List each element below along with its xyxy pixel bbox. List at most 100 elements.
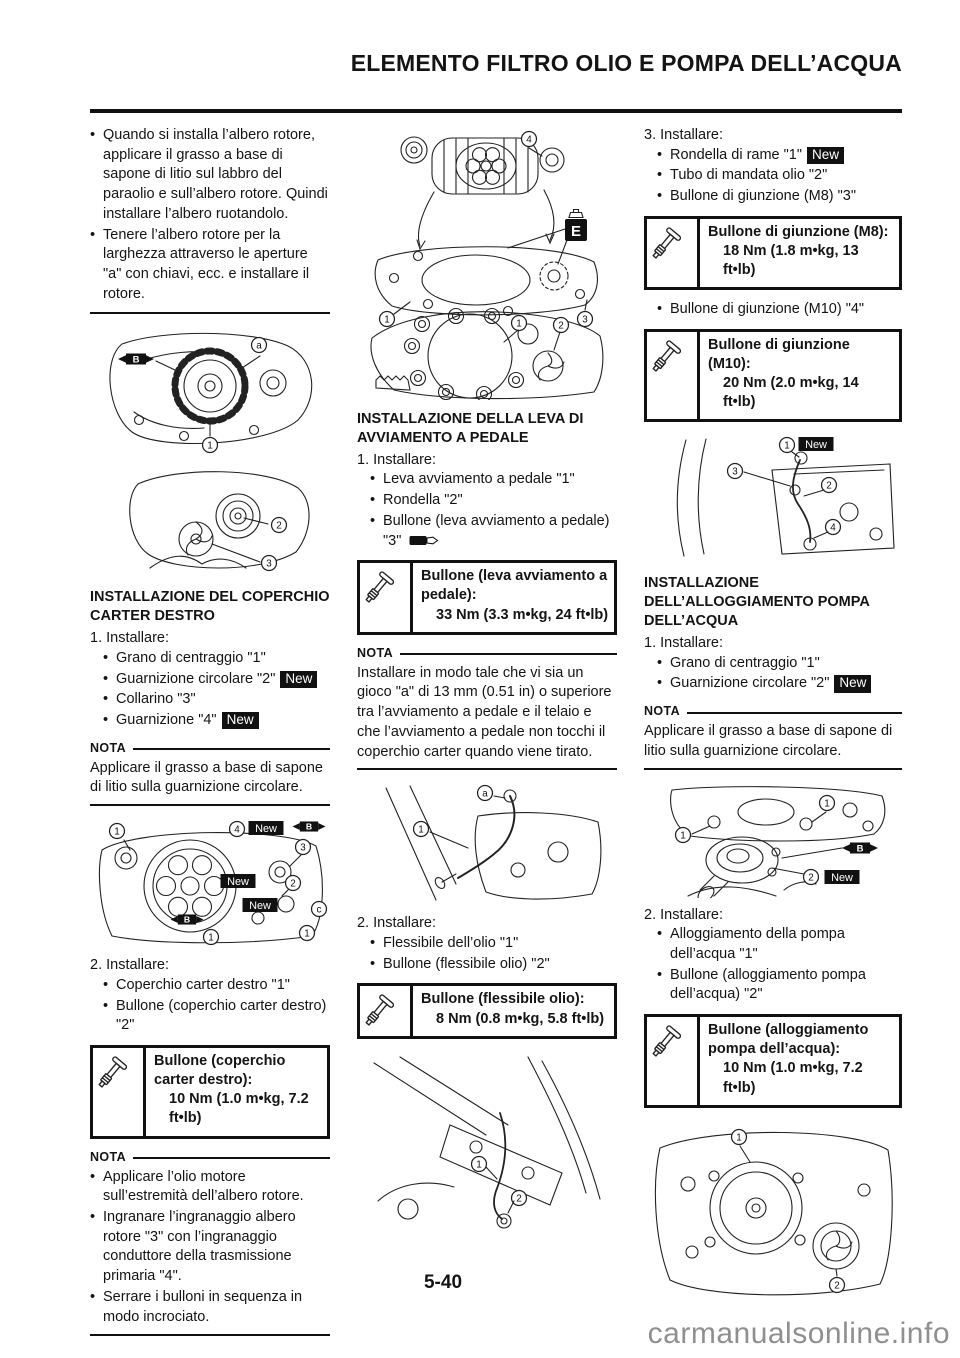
nota-text: Applicare il grasso a base di sapone di … bbox=[90, 759, 330, 807]
list-item: •Bullone (leva avviamento a pedale) "3" bbox=[370, 512, 610, 549]
figure-oil-delivery-pipe bbox=[676, 437, 895, 558]
torque-title: Bullone (coperchio carter destro): bbox=[154, 1053, 286, 1089]
torque-title: Bullone (flessibile olio): bbox=[421, 991, 585, 1008]
section-heading: INSTALLAZIONE DELL’ALLOGGIAMENTO POMPA D… bbox=[644, 575, 870, 630]
torque-value: 18 Nm (1.8 m•kg, 13 ft•lb) bbox=[723, 243, 859, 279]
callout-1-icon bbox=[470, 1155, 488, 1172]
step-items: •Grano di centraggio "1" •Guarnizione ci… bbox=[657, 654, 902, 694]
torque-value: 8 Nm (0.8 m•kg, 5.8 ft•lb) bbox=[436, 1010, 605, 1027]
list-item: •Grano di centraggio "1" bbox=[103, 649, 266, 666]
list-item: •Bullone di giunzione (M10) "4" bbox=[657, 301, 865, 318]
figure-water-pump-installed bbox=[654, 1128, 893, 1296]
nota-block: NOTA •Applicare l’olio motore sull’estre… bbox=[90, 1149, 330, 1337]
torque-spec-box: Bullone (coperchio carter destro): 10 Nm… bbox=[90, 1045, 330, 1139]
page-columns: •Quando si installa l’albero rotore, app… bbox=[90, 126, 902, 1346]
torque-spec-box: Bullone di giunzione (M8): 18 Nm (1.8 m•… bbox=[644, 215, 902, 291]
list-item: •Tubo di mandata olio "2" bbox=[657, 167, 828, 184]
new-badge bbox=[248, 821, 284, 836]
callout-1-icon bbox=[108, 823, 126, 840]
step-label: 2. Installare: bbox=[644, 906, 723, 923]
step-label: 1. Installare: bbox=[357, 451, 436, 468]
callout-3-icon bbox=[294, 839, 312, 856]
header-rule bbox=[90, 109, 902, 113]
page-number: 5-40 bbox=[423, 1272, 463, 1293]
torque-value: 33 Nm (3.3 m•kg, 24 ft•lb) bbox=[436, 606, 609, 623]
callout-2-icon bbox=[510, 1189, 528, 1206]
nota-label: NOTA bbox=[644, 704, 681, 719]
figure-clutch-cover-parts bbox=[98, 821, 328, 946]
watermark: carmanualsonline.info bbox=[647, 1317, 950, 1350]
torque-wrench-icon bbox=[647, 1017, 700, 1105]
callout-1-icon bbox=[412, 821, 430, 838]
torque-title: Bullone di giunzione (M8): bbox=[708, 223, 889, 240]
step-items: •Alloggiamento della pompa dell’acqua "1… bbox=[657, 925, 902, 1005]
nota-block: NOTA Applicare il grasso a base di sapon… bbox=[90, 740, 330, 807]
list-item: •Guarnizione "4"New bbox=[103, 711, 330, 731]
list-item: •Rondella "2" bbox=[370, 492, 463, 509]
callout-3-icon bbox=[260, 555, 278, 572]
new-badge: New bbox=[834, 675, 872, 693]
section-heading: INSTALLAZIONE DEL COPERCHIO CARTER DESTR… bbox=[90, 589, 330, 625]
step-label: 2. Installare: bbox=[357, 915, 436, 932]
torque-title: Bullone di giunzione (M10): bbox=[708, 336, 850, 373]
callout-1-icon bbox=[510, 314, 528, 332]
callout-c-icon bbox=[310, 901, 328, 918]
callout-1-icon bbox=[378, 310, 396, 328]
nota-text: Applicare il grasso a base di sapone di … bbox=[644, 722, 902, 770]
callout-1-icon bbox=[202, 929, 220, 946]
nota-block: NOTA Installare in modo tale che vi sia … bbox=[357, 645, 617, 771]
callout-3-icon bbox=[576, 310, 594, 328]
oil-can-icon bbox=[564, 208, 588, 242]
new-badge bbox=[824, 869, 860, 884]
step-items: •Coperchio carter destro "1" •Bullone (c… bbox=[103, 976, 330, 1036]
list-item: •Ingranare l’ingranaggio albero rotore "… bbox=[90, 1209, 296, 1285]
callout-2-icon bbox=[828, 1276, 846, 1293]
note-text: Tenere l’albero rotore per la larghezza … bbox=[103, 226, 310, 302]
torque-wrench-icon bbox=[360, 986, 413, 1036]
nota-text: Installare in modo tale che vi sia un gi… bbox=[357, 664, 617, 771]
callout-2-icon bbox=[552, 316, 570, 334]
step-items: •Grano di centraggio "1" •Guarnizione ci… bbox=[103, 649, 330, 731]
callout-a-icon bbox=[250, 337, 268, 354]
nota-block: NOTA Applicare il grasso a base di sapon… bbox=[644, 703, 902, 770]
torque-title: Bullone (leva avviamento a pedale): bbox=[421, 568, 608, 604]
column-1: •Quando si installa l’albero rotore, app… bbox=[90, 126, 330, 1346]
section-heading: INSTALLAZIONE DELLA LEVA DI AVVIAMENTO A… bbox=[357, 411, 584, 446]
torque-spec-box: Bullone (alloggiamento pompa dell’acqua)… bbox=[644, 1014, 902, 1108]
nota-label: NOTA bbox=[90, 1149, 127, 1164]
figure-kick-lever-clearance bbox=[385, 785, 602, 901]
list-item: •Leva avviamento a pedale "1" bbox=[370, 471, 575, 488]
list-item: •Bullone (flessibile olio) "2" bbox=[370, 955, 550, 972]
torque-wrench-icon bbox=[647, 331, 700, 420]
list-item: •Collarino "3" bbox=[103, 691, 196, 708]
page-title: ELEMENTO FILTRO OLIO E POMPA DELL’ACQUA bbox=[350, 50, 902, 76]
new-badge: New bbox=[221, 712, 259, 730]
callout-1-icon bbox=[674, 826, 692, 843]
note-text: Quando si installa l’albero rotore, appl… bbox=[103, 127, 328, 222]
callout-2-icon bbox=[802, 868, 820, 885]
callout-1-icon bbox=[298, 925, 316, 942]
nota-label: NOTA bbox=[90, 740, 127, 755]
callout-1-icon bbox=[201, 437, 219, 454]
nota-label: NOTA bbox=[357, 645, 394, 660]
new-badge: New bbox=[807, 146, 845, 164]
figure-rotor-installation bbox=[109, 333, 313, 572]
list-item: •Bullone (coperchio carter destro) "2" bbox=[103, 997, 327, 1034]
step-label: 1. Installare: bbox=[90, 630, 169, 647]
new-badge bbox=[220, 874, 256, 889]
torque-title: Bullone (alloggiamento pompa dell’acqua)… bbox=[708, 1022, 869, 1058]
grease-tube-icon bbox=[409, 535, 439, 545]
callout-a-icon bbox=[476, 785, 494, 802]
callout-1-icon bbox=[778, 437, 796, 454]
list-item: •Rondella di rame "1"New bbox=[657, 146, 902, 166]
callout-2-icon bbox=[270, 517, 288, 534]
callout-4-icon bbox=[228, 821, 246, 838]
torque-value: 20 Nm (2.0 m•kg, 14 ft•lb) bbox=[723, 375, 859, 411]
column-2: INSTALLAZIONE DELLA LEVA DI AVVIAMENTO A… bbox=[357, 126, 617, 1346]
list-item: •Bullone di giunzione (M8) "3" bbox=[657, 188, 857, 205]
torque-wrench-icon bbox=[93, 1048, 146, 1136]
torque-wrench-icon bbox=[647, 218, 700, 288]
figure-clutch-and-gasket bbox=[370, 130, 604, 400]
column-3: 3. Installare: •Rondella di rame "1"New … bbox=[644, 126, 902, 1346]
list-item: •Coperchio carter destro "1" bbox=[103, 976, 290, 993]
